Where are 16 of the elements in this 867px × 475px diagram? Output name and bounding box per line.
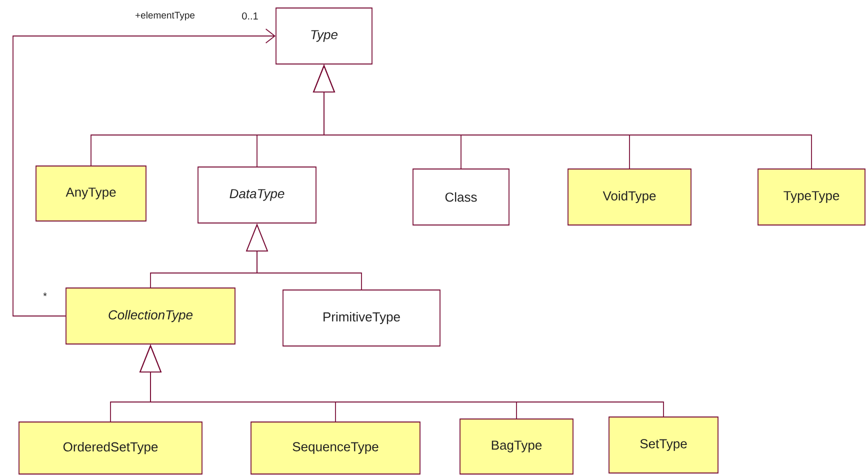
class-box: OrderedSetType xyxy=(18,422,202,474)
multiplicity-label: 0..1 xyxy=(242,12,258,20)
class-box: SequenceType xyxy=(250,422,420,474)
class-box: PrimitiveType xyxy=(282,290,440,346)
class-box: BagType xyxy=(460,418,574,474)
class-box: VoidType xyxy=(568,168,692,226)
class-box: AnyType xyxy=(36,166,146,222)
association-arrow xyxy=(12,28,276,316)
role-label: +elementType xyxy=(136,12,195,20)
class-box: DataType xyxy=(198,166,316,224)
class-box: CollectionType xyxy=(66,288,236,344)
class-box: Type xyxy=(276,8,372,64)
class-box: Class xyxy=(412,168,510,226)
class-box: TypeType xyxy=(758,168,866,226)
multiplicity-label: * xyxy=(43,292,47,296)
class-box: SetType xyxy=(608,416,718,474)
